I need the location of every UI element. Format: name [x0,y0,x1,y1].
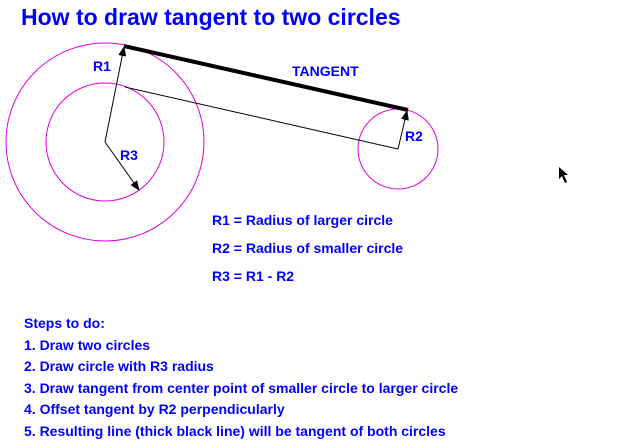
r2-arrow [397,110,409,150]
construction-tangent-line [124,86,399,150]
r1-arrow [104,46,127,143]
large-circle [5,42,205,242]
definition-r1: R1 = Radius of larger circle [212,212,393,228]
r3-arrow [104,141,140,191]
mouse-cursor-icon [559,167,568,183]
steps-heading: Steps to do: [24,315,105,331]
r1-label: R1 [93,58,111,74]
definition-r3: R3 = R1 - R2 [212,268,295,284]
step-item: 2. Draw circle with R3 radius [24,358,214,375]
r3-circle [45,82,165,202]
step-item: 1. Draw two circles [24,336,151,353]
r3-label: R3 [120,147,138,163]
tangent-label: TANGENT [292,63,359,79]
definitions-list: R1 = Radius of larger circle R2 = Radius… [212,211,403,295]
r2-label: R2 [405,128,423,144]
steps-list: Steps to do: 1. Draw two circles 2. Draw… [24,314,458,444]
page-title: How to draw tangent to two circles [21,4,401,30]
step-item: 4. Offset tangent by R2 perpendicularly [24,401,285,418]
step-item: 5. Resulting line (thick black line) wil… [24,422,446,439]
definition-r2: R2 = Radius of smaller circle [212,240,404,256]
tangent-line [123,44,409,112]
step-item: 3. Draw tangent from center point of sma… [24,379,459,396]
